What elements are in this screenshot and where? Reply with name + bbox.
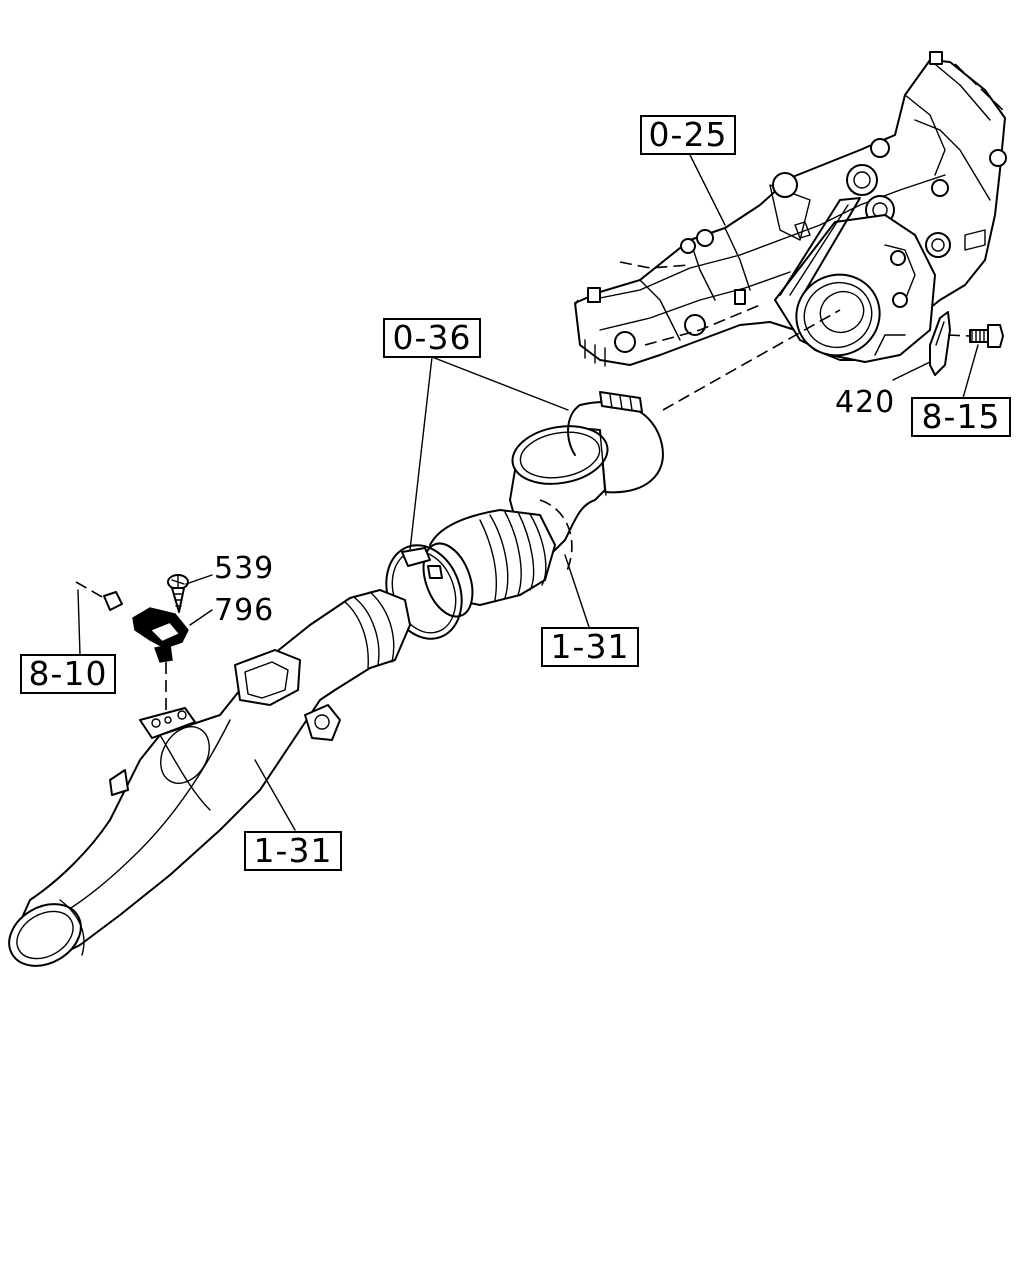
callout-0-25-text: 0-25 [649, 115, 728, 154]
bolt-8-15[interactable] [947, 324, 1004, 348]
connector-8-10[interactable] [75, 581, 123, 611]
callout-1-31-upper[interactable]: 1-31 [541, 627, 639, 667]
part-number-796[interactable]: 796 [214, 593, 274, 628]
callout-0-25[interactable]: 0-25 [640, 115, 736, 155]
callout-8-10[interactable]: 8-10 [20, 654, 116, 694]
leader-lines [77, 154, 979, 831]
callout-1-31-lower-text: 1-31 [254, 831, 333, 870]
callout-8-15-text: 8-15 [922, 397, 1001, 436]
callout-1-31-upper-text: 1-31 [551, 627, 630, 666]
callout-0-36-text: 0-36 [393, 318, 472, 357]
assembly-line [662, 309, 841, 411]
upper-air-duct[interactable] [414, 419, 612, 623]
part-number-420[interactable]: 420 [835, 385, 895, 420]
callout-8-15[interactable]: 8-15 [911, 397, 1011, 437]
screw-539[interactable] [167, 574, 189, 613]
callout-1-31-lower[interactable]: 1-31 [244, 831, 342, 871]
throttle-body[interactable] [774, 197, 936, 369]
hose-clamp-upper[interactable] [567, 391, 664, 494]
sensor-796[interactable] [132, 607, 189, 716]
assembly-line [574, 299, 579, 306]
gasket-420[interactable] [929, 311, 951, 376]
callout-8-10-text: 8-10 [29, 654, 108, 693]
lower-air-duct[interactable] [0, 589, 411, 978]
callout-0-36[interactable]: 0-36 [383, 318, 481, 358]
part-number-539[interactable]: 539 [214, 551, 274, 586]
